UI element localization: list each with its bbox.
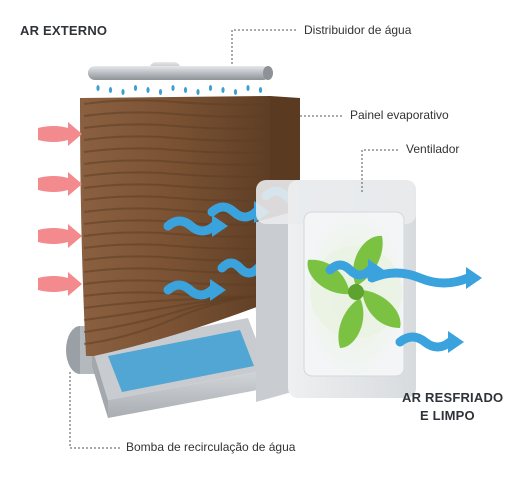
water-distributor — [88, 62, 273, 95]
fan-blade-bottom — [338, 298, 364, 348]
tray-side — [108, 370, 268, 418]
water-drop-icon — [233, 89, 238, 95]
fan-housing-side — [256, 212, 292, 402]
water-drop-icon — [258, 87, 263, 93]
pad-flute — [83, 99, 269, 106]
water-drop-icon — [133, 85, 138, 91]
leader-bomba — [69, 372, 120, 449]
pad-flute — [83, 183, 269, 190]
red-arrow-icon — [38, 224, 82, 248]
pad-flute — [83, 159, 269, 166]
water-drop-icon — [121, 89, 125, 95]
label-painel: Painel evaporativo — [350, 108, 449, 122]
water-drop-icon — [183, 87, 188, 93]
pad-flute — [83, 255, 269, 262]
pad-flute — [83, 135, 269, 142]
blue-wave-arrow-icon — [325, 259, 384, 281]
water-drop-icon — [146, 87, 150, 93]
water-drop-icon — [196, 89, 200, 95]
pad-flute — [83, 295, 269, 345]
pad-flute — [83, 243, 269, 250]
pad-flute — [83, 147, 269, 154]
water-drop-icon — [108, 87, 113, 93]
leader-ventilador — [361, 149, 400, 192]
label-ar-resfriado: AR RESFRIADO — [402, 390, 504, 405]
label-bomba: Bomba de recirculação de água — [126, 440, 296, 454]
red-arrow-icon — [38, 122, 82, 146]
blue-wave-arrow-icon — [163, 215, 228, 237]
blue-wave-arrow-icon — [367, 267, 482, 289]
leader-lines — [69, 29, 400, 449]
tray-front — [92, 348, 108, 418]
red-arrow-icon — [38, 172, 82, 196]
pad-flute — [83, 171, 269, 178]
water-drop-icon — [171, 85, 175, 91]
water-drop-icon — [221, 87, 225, 93]
water-drop-icon — [96, 85, 100, 91]
fan-blade-right — [362, 290, 401, 328]
water-drop-icon — [158, 89, 163, 95]
pad-flute — [83, 111, 269, 118]
label-ar-externo: AR EXTERNO — [20, 23, 108, 38]
pad-flute — [83, 231, 269, 238]
water-drop-icon — [208, 85, 213, 91]
external-air-arrows — [38, 122, 82, 296]
distributor-cap — [263, 66, 273, 80]
label-ventilador: Ventilador — [406, 142, 460, 156]
leader-distributor — [231, 29, 298, 64]
red-arrow-icon — [38, 272, 82, 296]
blue-wave-arrow-icon — [163, 279, 226, 301]
label-e-limpo: E LIMPO — [420, 408, 475, 423]
pad-flute — [83, 195, 269, 202]
fan-hub — [348, 284, 364, 300]
fan-unit — [256, 180, 416, 402]
water-drop-icon — [246, 85, 250, 91]
clean-air-arrows — [325, 259, 482, 353]
pad-flute — [83, 123, 269, 130]
distributor-pipe — [88, 66, 270, 80]
fan-blade-left — [307, 259, 350, 295]
label-distribuidor: Distribuidor de água — [304, 23, 412, 37]
blue-wave-arrow-icon — [395, 331, 464, 353]
tray-water — [108, 330, 254, 392]
water-drops — [96, 85, 263, 95]
